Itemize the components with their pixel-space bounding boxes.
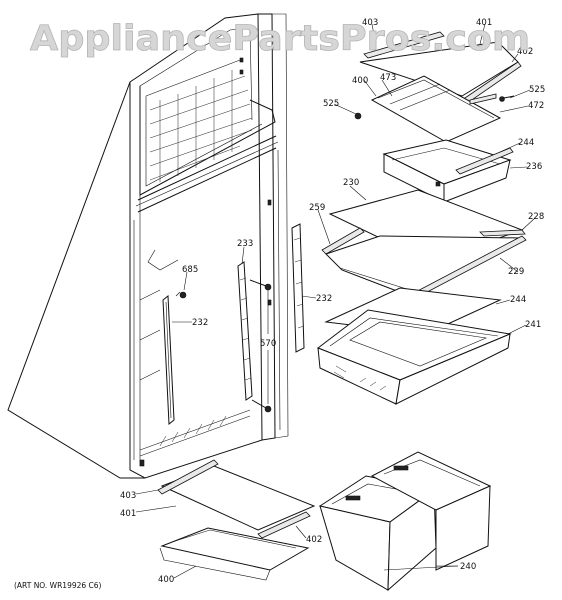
screw-685 — [175, 291, 187, 299]
shelf-rail-right — [291, 223, 305, 353]
callout-685: 685 — [182, 265, 198, 275]
shelf-rail-left — [162, 294, 175, 426]
callout-401-top: 401 — [476, 18, 492, 28]
top-glass-shelf — [359, 31, 522, 105]
callout-labels: 403 401 402 400 473 525 525 472 244 236 … — [14, 18, 545, 590]
callout-403-top: 403 — [362, 18, 378, 28]
crisper-drawers — [318, 451, 492, 592]
callout-240: 240 — [460, 562, 476, 572]
shelf-frame — [354, 75, 515, 143]
callout-244-bottom: 244 — [510, 295, 526, 305]
shelf-rail-center — [237, 261, 272, 413]
bottom-glass-shelf — [157, 459, 316, 539]
callout-241: 241 — [525, 320, 541, 330]
callout-570: 570 — [260, 339, 276, 349]
callout-525-right: 525 — [529, 85, 545, 95]
callout-236: 236 — [526, 162, 542, 172]
art-number: (ART NO. WR19926 C6) — [14, 581, 102, 590]
callout-525-left: 525 — [323, 99, 339, 109]
watermark-text: AppliancePartsPros.com — [30, 19, 530, 59]
callout-228: 228 — [528, 212, 544, 222]
callout-402-top: 402 — [517, 47, 533, 57]
cabinet-liner — [7, 13, 289, 479]
callout-472: 472 — [528, 101, 544, 111]
leader-lines — [135, 23, 536, 579]
callout-230: 230 — [343, 178, 359, 188]
callout-233: 233 — [237, 239, 253, 249]
callout-232-left: 232 — [192, 318, 208, 328]
callout-402-bottom: 402 — [306, 535, 322, 545]
bottom-shelf-frame — [159, 527, 310, 581]
callout-403-bottom: 403 — [120, 491, 136, 501]
crisper-glass-shelf — [321, 189, 527, 301]
callout-473: 473 — [380, 73, 396, 83]
callout-259: 259 — [309, 203, 325, 213]
callout-229: 229 — [508, 267, 524, 277]
callout-400-top: 400 — [352, 76, 368, 86]
callout-401-bottom: 401 — [120, 509, 136, 519]
callout-244-top: 244 — [518, 138, 534, 148]
callout-400-bottom: 400 — [158, 575, 174, 585]
callout-232-right: 232 — [316, 294, 332, 304]
deli-drawer — [382, 139, 514, 203]
meat-pan — [316, 309, 512, 405]
